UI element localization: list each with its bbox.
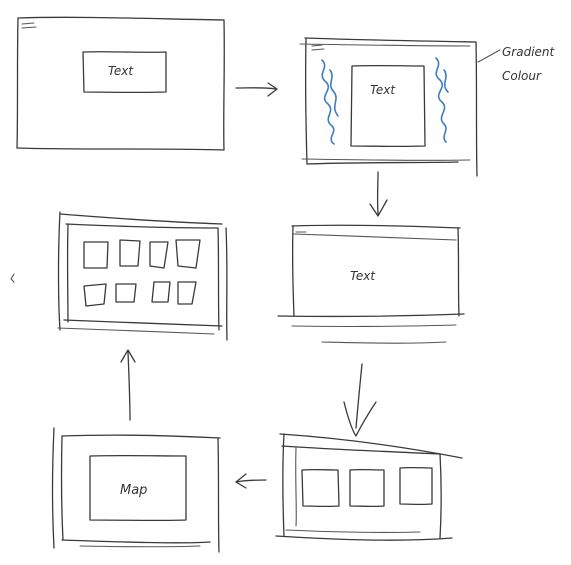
gradient-scribble-right: [435, 57, 447, 143]
screen-4-card-2: [349, 468, 385, 508]
thumb-5: [83, 283, 107, 307]
screen-4-card-3: [399, 466, 433, 506]
screen-4-wireframe: [275, 433, 463, 541]
thumb-2: [119, 239, 141, 267]
annotation-line-2: Colour: [502, 69, 542, 83]
screen-3-label: Text: [350, 269, 376, 283]
screen-1-label: Text: [108, 64, 134, 78]
thumb-8: [177, 281, 197, 305]
screen-2-wireframe: Text Gradient Colour: [299, 37, 556, 177]
thumb-3: [149, 241, 169, 269]
screen-2-label: Text: [370, 83, 396, 97]
thumb-1: [83, 241, 109, 269]
screen-4-card-1: [301, 468, 340, 508]
screen-1-text-box: [82, 51, 167, 94]
screen-5-label: Map: [120, 483, 147, 498]
screen-1-wireframe: Text: [16, 16, 225, 151]
screen-2-text-box: [350, 64, 426, 148]
thumb-7: [151, 281, 171, 303]
gradient-scribble-left: [321, 59, 335, 145]
annotation-line-1: Gradient: [502, 45, 556, 59]
arrow-3-to-4: [343, 363, 377, 437]
arrow-4-to-5: [235, 473, 267, 489]
thumb-6: [115, 283, 137, 303]
thumb-4: [175, 239, 201, 269]
screen-3-wireframe: Text: [277, 224, 465, 344]
screen-5-wireframe: Map: [51, 427, 221, 553]
map-area: [89, 454, 187, 522]
arrow-1-to-2: [235, 82, 278, 97]
screen-6-wireframe: [57, 211, 228, 341]
stray-mark: [10, 273, 15, 283]
arrow-2-to-3: [369, 171, 388, 217]
arrow-5-to-6: [120, 349, 136, 421]
